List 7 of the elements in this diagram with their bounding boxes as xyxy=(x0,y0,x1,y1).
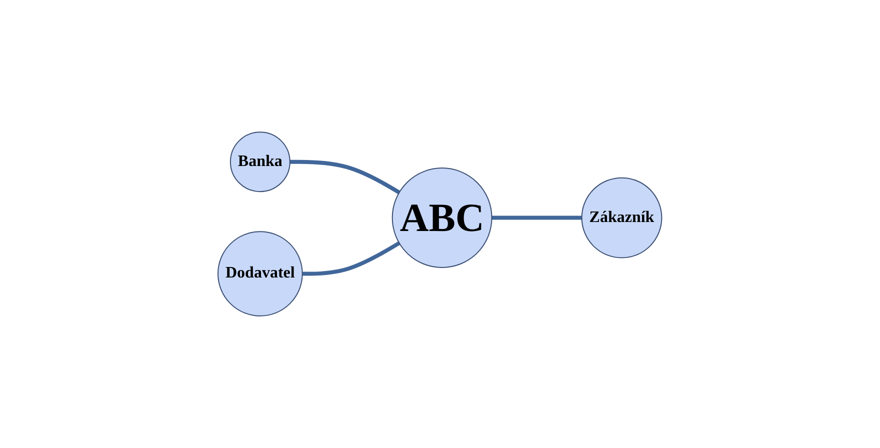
node-circle: Dodavatel xyxy=(218,231,303,316)
connector xyxy=(302,241,400,276)
node-circle: ABC xyxy=(392,168,492,268)
node-circle: Zákazník xyxy=(581,177,662,258)
connector xyxy=(492,216,582,220)
node-circle: Banka xyxy=(230,132,291,192)
connector xyxy=(290,160,400,194)
